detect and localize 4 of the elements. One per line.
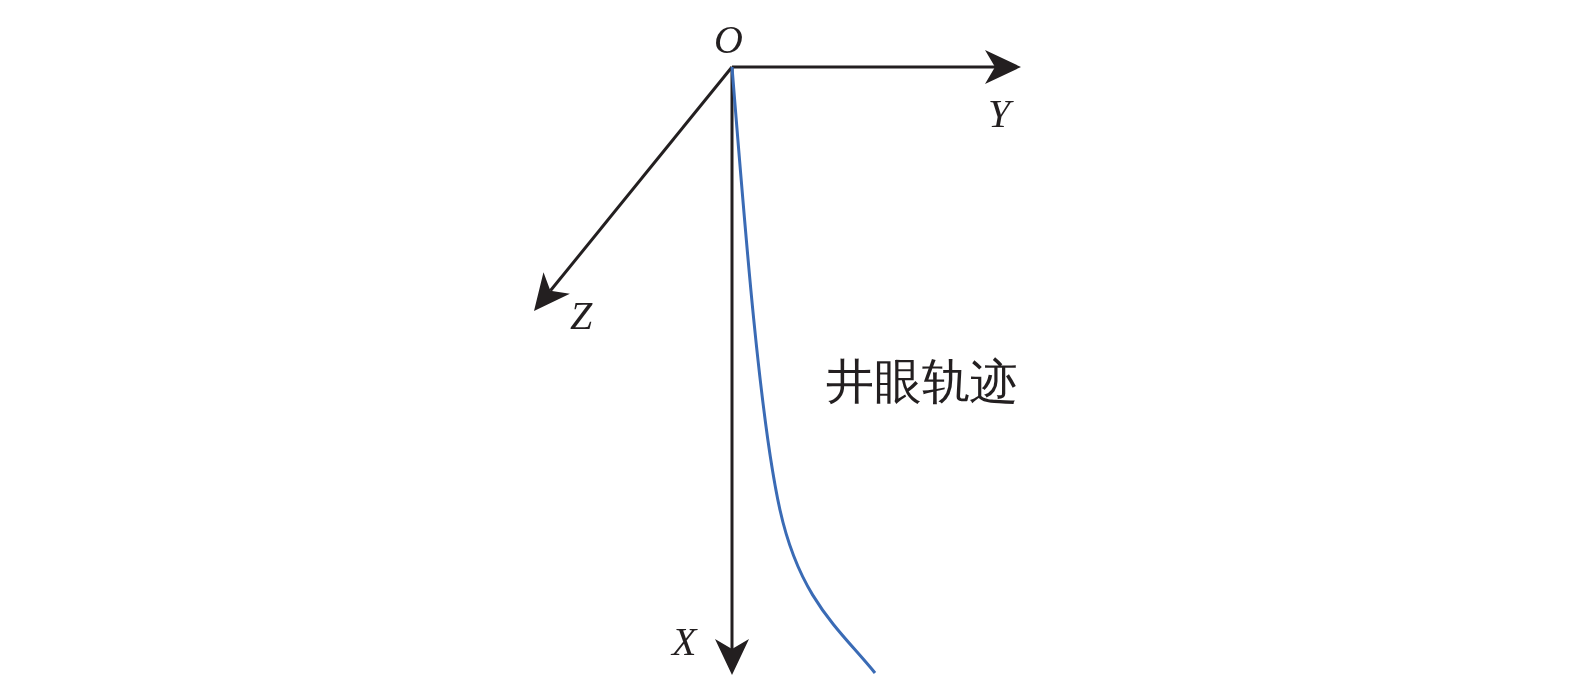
axis-label: Z [570, 296, 593, 336]
curve-label: 井眼轨迹 [826, 357, 1018, 405]
axis-label: X [672, 622, 697, 662]
axis-label: O [714, 20, 743, 60]
